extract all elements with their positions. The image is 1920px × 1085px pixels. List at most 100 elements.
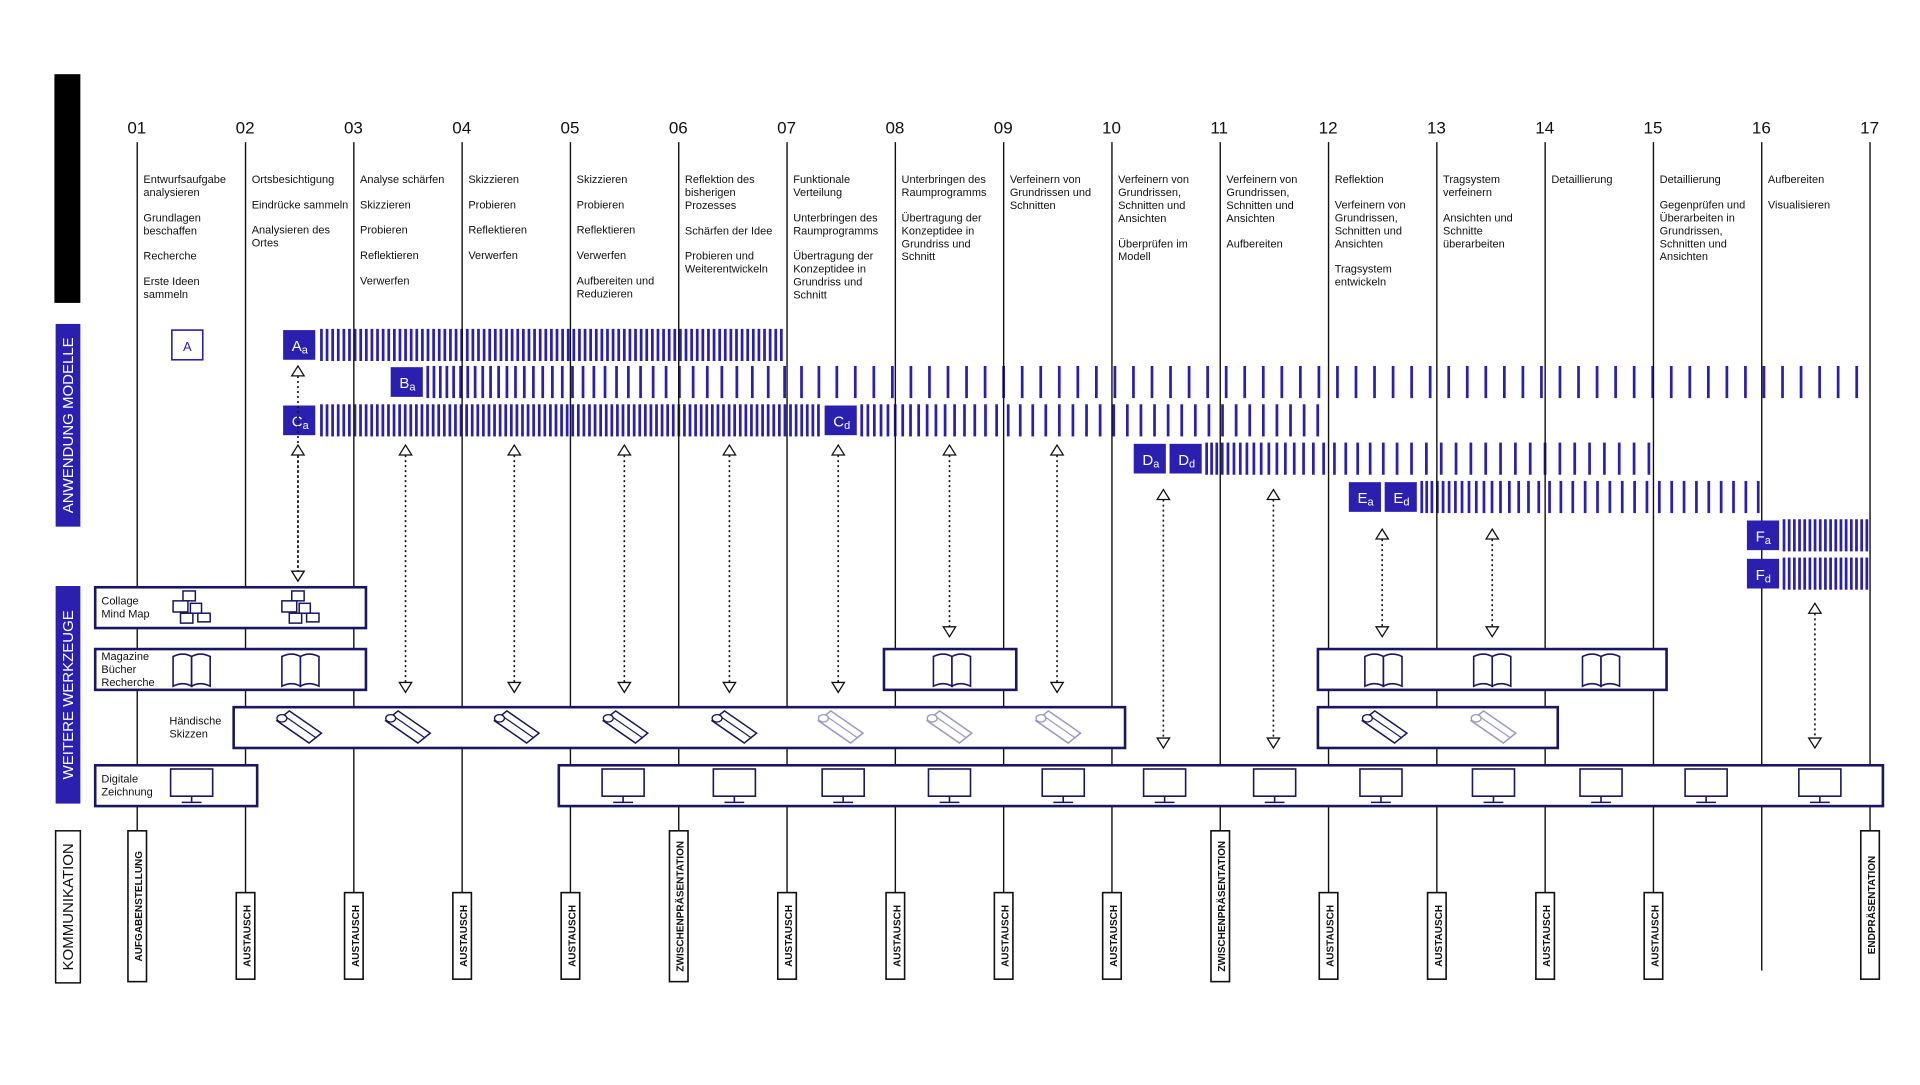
- link-arrow-head-down: [398, 681, 413, 694]
- task-text: Raumprogramms: [902, 187, 987, 199]
- communication-label: AUSTAUSCH: [351, 905, 362, 967]
- book-page-left: [1364, 653, 1385, 688]
- communication-box: [776, 891, 798, 980]
- model-badge-e-a-sub: a: [1367, 497, 1374, 509]
- tool-label-digital: Zeichnung: [101, 787, 152, 799]
- model-badge-a-a-sub: a: [302, 345, 309, 357]
- task-text: Ansichten: [1118, 213, 1166, 225]
- book-icon: [172, 653, 211, 688]
- sketch-roll-end: [1361, 713, 1373, 723]
- monitor-icon: [1798, 768, 1842, 804]
- communication-box: [885, 891, 906, 980]
- monitor-icon: [1041, 768, 1086, 804]
- communication-label: AUSTAUSCH: [1542, 905, 1553, 967]
- link-arrow-head-down: [1374, 626, 1390, 638]
- model-a-intro-label: A: [183, 339, 192, 354]
- collage-piece: [281, 600, 298, 613]
- book-page-right: [951, 653, 972, 688]
- tool-label-magazine: Recherche: [101, 677, 154, 689]
- tool-label-collage: Collage: [101, 596, 138, 608]
- model-badge-f-d-sub: d: [1765, 573, 1771, 585]
- task-text: Probieren: [577, 199, 625, 211]
- link-arrow-head-up: [942, 443, 957, 456]
- sketch-fold: [934, 715, 968, 739]
- communication-box: [1535, 891, 1556, 980]
- book-page-left: [281, 653, 302, 688]
- communication-box: [993, 891, 1014, 980]
- task-text: Ansichten: [1335, 238, 1383, 250]
- monitor-icon: [712, 768, 757, 804]
- sketch-fold: [501, 715, 535, 739]
- week-number: 09: [994, 119, 1013, 138]
- model-badge-b-a-sub: a: [409, 382, 416, 394]
- communication-box: [452, 891, 473, 980]
- monitor-icon: [1684, 768, 1728, 804]
- model-badge-c-a: [283, 405, 316, 436]
- task-text: Überprüfen im: [1118, 238, 1188, 250]
- link-arrow-head-up: [1484, 527, 1500, 540]
- communication-box: [1101, 891, 1123, 980]
- monitor-icon: [927, 768, 972, 804]
- week-number: 02: [236, 119, 255, 138]
- communication-label: AUSTAUSCH: [1109, 905, 1120, 967]
- link-arrow-head-up: [1266, 488, 1281, 501]
- task-text: Verfeinern von: [1335, 199, 1406, 211]
- communication-box: [343, 891, 364, 980]
- monitor-screen: [821, 768, 865, 797]
- monitor-icon: [821, 768, 865, 804]
- book-page-right: [190, 653, 211, 688]
- task-text: verfeinern: [1443, 187, 1492, 199]
- task-text: Detaillierung: [1660, 174, 1721, 186]
- task-text: sammeln: [143, 289, 188, 301]
- task-text: Modell: [1118, 251, 1150, 263]
- collage-piece: [189, 602, 203, 614]
- task-text: überarbeiten: [1443, 238, 1505, 250]
- link-arrow-head-down: [1156, 737, 1171, 750]
- sketch-roll-end: [1470, 713, 1482, 723]
- communication-box: [560, 891, 581, 980]
- book-page-right: [1491, 653, 1512, 688]
- task-text: Schnitt: [902, 251, 936, 263]
- sketch-roll-icon: [602, 709, 650, 744]
- task-text: analysieren: [143, 187, 199, 199]
- task-text: Analysieren des: [252, 225, 331, 237]
- sketch-fold: [610, 715, 644, 739]
- task-text: Ansichten und: [1443, 212, 1513, 224]
- section-label-tools: WEITERE WERKZEUGE: [60, 610, 77, 779]
- sketch-fold: [1478, 715, 1512, 739]
- sketch-roll-end: [276, 713, 288, 723]
- task-text: Grundlagen: [143, 212, 201, 224]
- link-arrow-head-down: [290, 570, 306, 583]
- monitor-screen: [169, 768, 214, 797]
- communication-label: AUSTAUSCH: [1650, 905, 1661, 967]
- task-text: Detaillierung: [1551, 174, 1612, 186]
- collage-icon: [281, 590, 320, 624]
- sketch-roll-end: [711, 713, 723, 723]
- model-badge-e-a: [1348, 482, 1381, 512]
- task-text: Recherche: [143, 251, 196, 263]
- sketch-roll-icon: [817, 709, 865, 744]
- task-text: Raumprogramms: [793, 225, 878, 237]
- book-page-left: [1581, 653, 1602, 688]
- task-text: Tragsystem: [1335, 264, 1392, 276]
- section-label-tools-bg: [55, 586, 81, 804]
- link-arrow-head-down: [506, 681, 522, 694]
- task-text: Visualisieren: [1768, 199, 1830, 211]
- task-text: Überarbeiten in: [1660, 212, 1735, 224]
- sketch-fold: [1043, 715, 1076, 739]
- link-arrow-head-up: [1807, 602, 1823, 614]
- task-text: Entwurfsaufgabe: [143, 174, 226, 186]
- task-text: Ansichten: [1660, 251, 1708, 263]
- week-number: 11: [1210, 119, 1228, 138]
- task-text: Reflektion: [1335, 174, 1384, 186]
- monitor-icon: [601, 768, 645, 804]
- sketch-roll-icon: [1034, 709, 1082, 744]
- week-number: 13: [1427, 119, 1446, 138]
- task-text: Reflektieren: [468, 225, 527, 237]
- communication-label: ZWISCHENPRÄSENTATION: [1215, 841, 1228, 972]
- task-text: Schnitten und: [1660, 238, 1727, 250]
- task-text: Grundrissen,: [1118, 187, 1181, 199]
- section-label-communication-bg: [54, 830, 82, 984]
- task-text: Verteilung: [793, 187, 842, 199]
- task-text: Reflektieren: [360, 250, 419, 262]
